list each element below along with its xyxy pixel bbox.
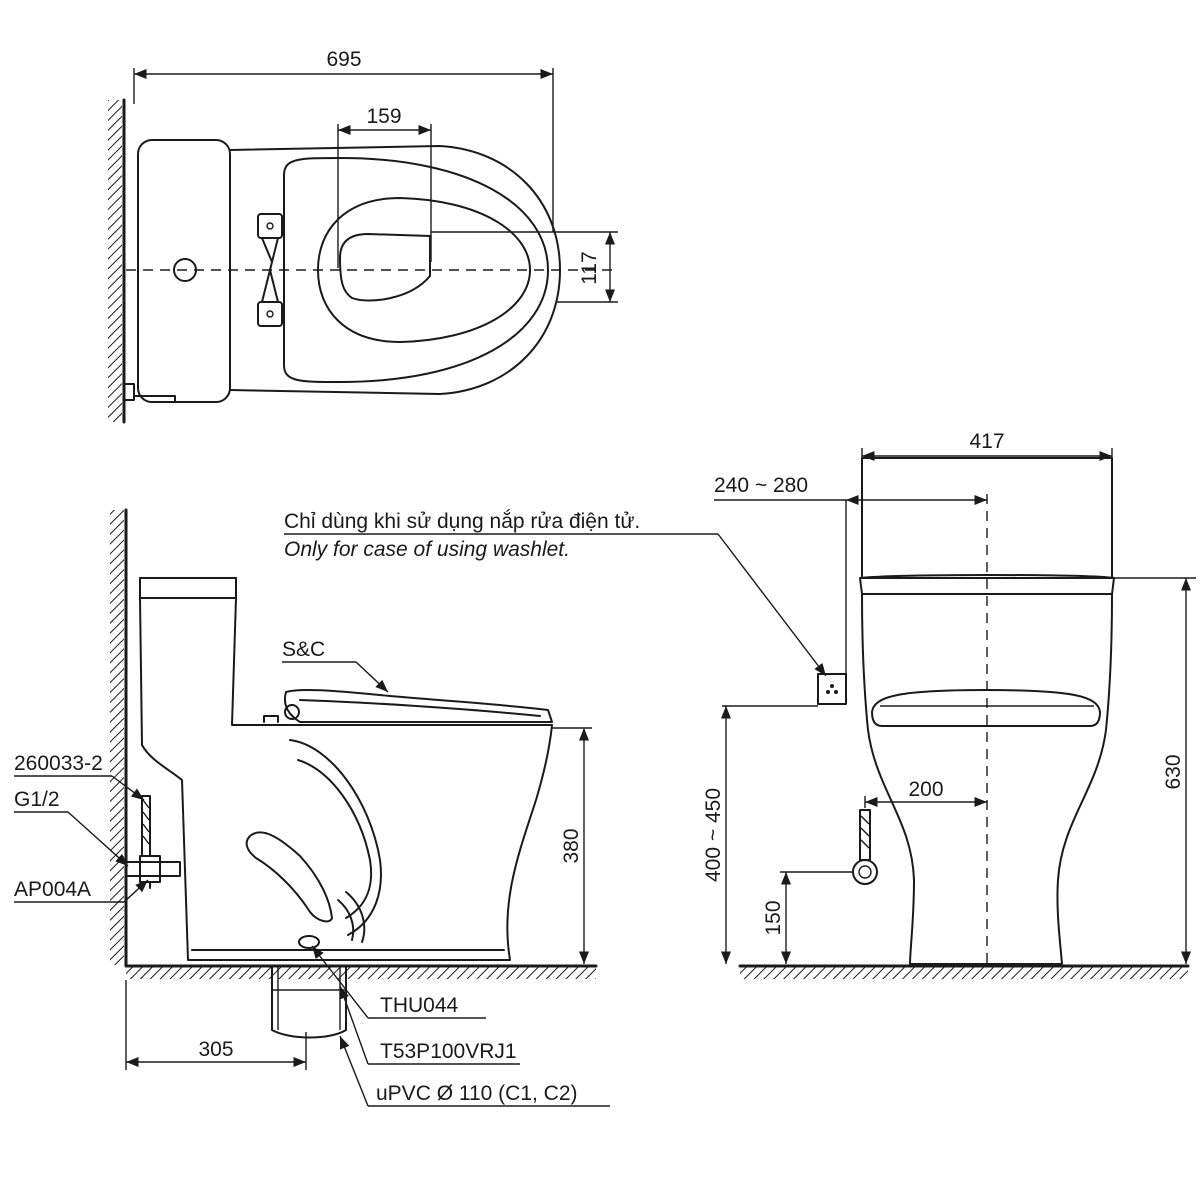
front-floor-hatch — [740, 967, 1188, 979]
side-trapway — [289, 739, 382, 936]
dim-400-450-label: 400 ~ 450 — [702, 788, 725, 882]
plan-seat-inner — [317, 197, 531, 343]
dim-630-label: 630 — [1162, 754, 1185, 789]
side-hinge — [284, 704, 300, 720]
label-g12: G1/2 — [14, 788, 60, 811]
front-socket-box — [817, 673, 847, 705]
front-shutoff-valve — [852, 859, 878, 885]
note-vietnamese: Chỉ dùng khi sử dụng nắp rửa điện tử. — [284, 510, 640, 533]
dim-695-label: 695 — [326, 48, 361, 71]
front-view: Chỉ dùng khi sử dụng nắp rửa điện tử. On… — [284, 430, 1196, 979]
dim-380-label: 380 — [560, 828, 583, 863]
side-tank-lid — [139, 577, 237, 599]
side-view: 260033-2 G1/2 AP004A S&C THU044 T53P100V… — [14, 508, 610, 1107]
plan-tank — [137, 139, 231, 403]
side-floor-hatch — [126, 967, 596, 979]
plan-view: 695 159 117 — [108, 48, 618, 424]
dim-200-label: 200 — [908, 778, 943, 801]
plan-wall-hatch — [108, 100, 122, 422]
plan-hinge-top — [257, 213, 283, 239]
dim-305-label: 305 — [198, 1038, 233, 1061]
side-drain-pipe — [271, 965, 347, 1039]
plan-water-surface — [339, 233, 431, 302]
side-wall-hatch — [110, 510, 124, 965]
side-shutoff-valve — [125, 861, 181, 877]
label-ap004a: AP004A — [14, 878, 91, 901]
plan-tank-fixings — [123, 383, 176, 403]
plan-seat-outline — [283, 157, 549, 383]
dim-240-280-label: 240 ~ 280 — [714, 474, 808, 497]
dim-150-label: 150 — [762, 900, 785, 935]
label-upvc-110: uPVC Ø 110 (C1, C2) — [376, 1082, 578, 1105]
label-260033-2: 260033-2 — [14, 752, 103, 775]
note-english: Only for case of using washlet. — [284, 538, 570, 561]
side-toilet-body — [139, 597, 553, 961]
label-thu044: THU044 — [380, 994, 459, 1017]
plan-hinge-bottom — [257, 301, 283, 327]
front-bowl — [861, 593, 1113, 965]
label-s-and-c: S&C — [282, 638, 325, 661]
dim-417-label: 417 — [969, 430, 1004, 453]
front-seat — [871, 689, 1101, 727]
front-tank-lid — [859, 574, 1115, 595]
label-t53p100vrj1: T53P100VRJ1 — [380, 1040, 517, 1063]
side-seat-cover — [284, 688, 553, 723]
dim-159-label: 159 — [366, 105, 401, 128]
dim-117-label: 117 — [578, 251, 601, 284]
